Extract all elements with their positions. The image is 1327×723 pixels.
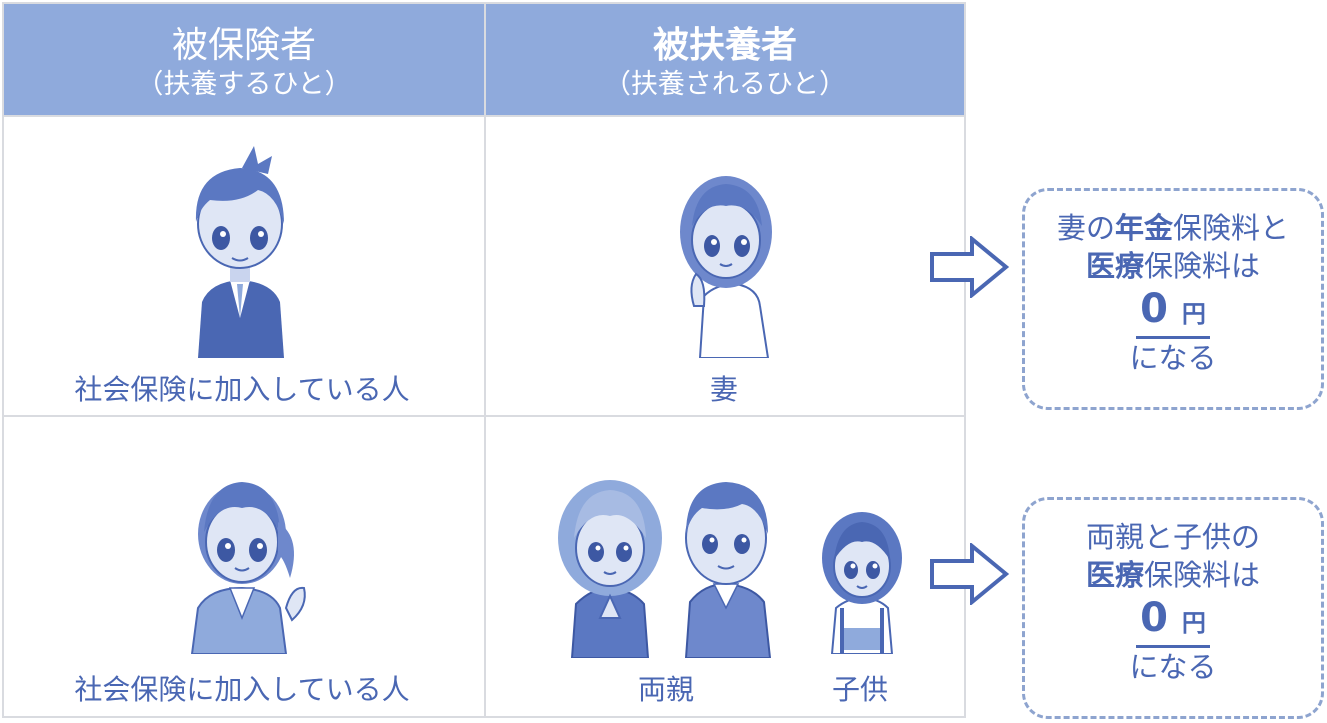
row2-insured-caption: 社会保険に加入している人 [74,673,410,706]
header-dependent-title: 被扶養者 [652,25,797,66]
result2-text: 保険料は [1144,558,1261,592]
result1-text: 妻の [1056,211,1115,245]
arrow-right-icon [930,543,1010,605]
insured-man-figure [195,146,284,358]
result1-zero: 0 [1140,286,1168,332]
result1-medical: 医療 [1085,249,1144,283]
row1-dependent-caption: 妻 [709,373,738,406]
mother-figure [558,480,662,658]
row-divider [4,415,964,417]
row-divider-header [4,115,964,117]
child-caption: 子供 [831,673,888,706]
insurance-table: 被保険者 （扶養するひと） 被扶養者 （扶養されるひと） [2,2,966,718]
result1-line2: 医療保険料は [1025,247,1321,285]
column-divider [484,4,486,716]
parents-caption: 両親 [637,673,694,706]
row1-insured-caption: 社会保険に加入している人 [74,373,410,406]
result1-yen: 円 [1181,300,1206,328]
header-insured: 被保険者 （扶養するひと） [4,4,484,117]
header-insured-title: 被保険者 [171,25,316,66]
header-dependent-sub: （扶養されるひと） [603,69,847,100]
father-figure [684,482,772,658]
result1-text: 保険料と [1173,211,1290,245]
result2-medical: 医療 [1085,558,1144,592]
result1-line3: になる [1129,341,1217,375]
child-figure [822,512,902,654]
result2-yen: 円 [1181,609,1206,637]
insured-woman-figure [190,482,306,654]
arrow-right-icon [930,236,1010,298]
result2-line3: になる [1129,650,1217,684]
result1-line1: 妻の年金保険料と [1025,209,1321,247]
result1-pension: 年金 [1114,211,1173,245]
header-dependent: 被扶養者 （扶養されるひと） [486,4,964,117]
result2-line1: 両親と子供の [1085,520,1260,554]
header-insured-sub: （扶養するひと） [136,69,352,100]
result2-zero: 0 [1140,595,1168,641]
result1-text: 保険料は [1144,249,1261,283]
wife-figure [680,176,772,358]
result2-line2: 医療保険料は [1025,556,1321,594]
